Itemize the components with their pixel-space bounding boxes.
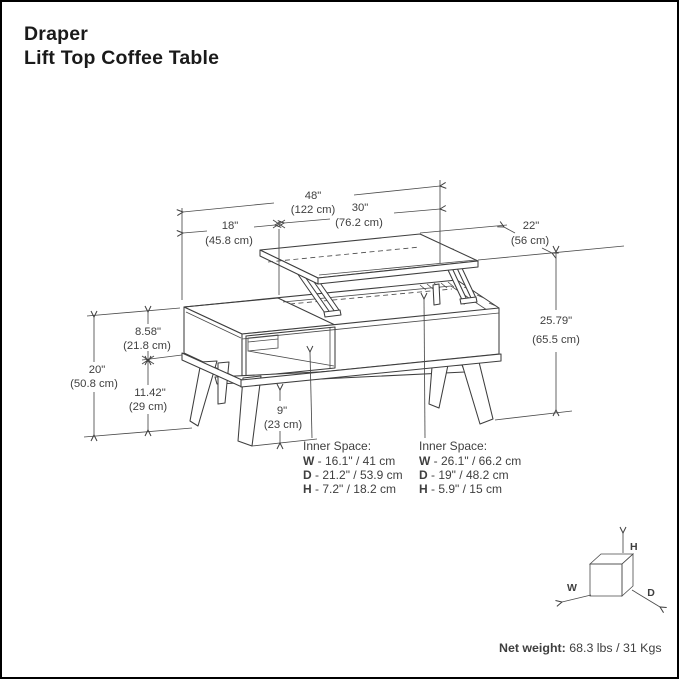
inner-space-left-width: W - 16.1" / 41 cm xyxy=(303,454,395,468)
dim-left-width-in: 18" xyxy=(222,220,239,232)
molding-front xyxy=(240,353,502,388)
inner-space-left-height: H - 7.2" / 18.2 cm xyxy=(303,482,396,496)
table-leg-front-right xyxy=(461,361,494,425)
cabinet-left-edge-line xyxy=(185,311,242,339)
inner-space-key: W xyxy=(303,454,315,468)
net-weight-value: 68.3 lbs / 31 Kgs xyxy=(566,641,662,655)
dim-lifted-height-in: 25.79" xyxy=(540,315,572,327)
inner-space-key: D xyxy=(303,468,312,482)
axis-label-h: H xyxy=(630,541,638,553)
title-block: Draper Lift Top Coffee Table xyxy=(24,23,219,69)
cubby-back-window xyxy=(247,334,279,352)
table-leg-back-left xyxy=(189,360,218,427)
dim-floor-clearance-cm: (23 cm) xyxy=(264,419,303,431)
dim-lift-top-width-in: 30" xyxy=(352,202,369,214)
lift-top-slab xyxy=(259,233,479,285)
dim-line-lift-top-width xyxy=(393,209,440,214)
width-axis-arrow xyxy=(562,594,592,602)
cubby-floor-edge xyxy=(247,350,335,367)
dim-line-lift-top-width xyxy=(284,218,331,223)
dim-cabinet-height-cm: (21.8 cm) xyxy=(123,340,171,352)
net-weight-line: Net weight: 68.3 lbs / 31 Kgs xyxy=(499,641,662,655)
dim-leg-height-cm: (29 cm) xyxy=(129,401,168,413)
depth-axis-arrow xyxy=(631,589,660,607)
inner-space-value: - 19" / 48.2 cm xyxy=(428,468,509,482)
inner-space-left-block: Inner Space: W - 16.1" / 41 cm D - 21.2"… xyxy=(303,439,403,496)
inner-space-value: - 21.2" / 53.9 cm xyxy=(312,468,403,482)
axis-label-d: D xyxy=(647,587,655,599)
dim-floor-clearance-in: 9" xyxy=(277,405,287,417)
dim-overall-width-cm: (122 cm) xyxy=(291,204,336,216)
axis-cube-front-face xyxy=(589,563,623,597)
dim-overall-width-in: 48" xyxy=(305,190,322,202)
dim-cabinet-height-in: 8.58" xyxy=(135,326,161,338)
axis-label-w: W xyxy=(567,582,577,594)
dim-line-left-width xyxy=(183,231,208,233)
product-title: Lift Top Coffee Table xyxy=(24,47,219,69)
lift-top-front-thickness xyxy=(317,260,479,285)
dim-line-overall-width xyxy=(353,186,440,196)
axis-cube-top-face xyxy=(588,553,635,565)
table-leg-back-right xyxy=(428,364,449,409)
dim-leg-height-in: 11.42" xyxy=(134,387,165,399)
inner-space-key: H xyxy=(303,482,312,496)
dim-left-width-cm: (45.8 cm) xyxy=(205,235,253,247)
dim-line-depth xyxy=(504,227,516,234)
axis-cube-right-face xyxy=(621,553,634,597)
inner-space-value: - 26.1" / 66.2 cm xyxy=(430,454,521,468)
lift-mount xyxy=(323,309,342,318)
dim-lift-top-width-cm: (76.2 cm) xyxy=(335,217,383,229)
inner-space-right-block: Inner Space: W - 26.1" / 66.2 cm D - 19"… xyxy=(419,439,521,496)
inner-space-key: D xyxy=(419,468,428,482)
table-leg-mid-left xyxy=(217,361,230,405)
inner-space-right-height: H - 5.9" / 15 cm xyxy=(419,482,502,496)
inner-space-left-title: Inner Space: xyxy=(303,439,371,453)
inner-space-value: - 7.2" / 18.2 cm xyxy=(312,482,396,496)
net-weight-label: Net weight: xyxy=(499,641,566,655)
inner-space-value: - 16.1" / 41 cm xyxy=(314,454,395,468)
lift-mount xyxy=(459,296,478,305)
dim-overall-height-in: 20" xyxy=(89,364,106,376)
inner-space-left-depth: D - 21.2" / 53.9 cm xyxy=(303,468,403,482)
coffee-table-drawing xyxy=(181,233,502,447)
dim-lifted-height-cm: (65.5 cm) xyxy=(532,334,580,346)
dim-depth-in: 22" xyxy=(523,220,540,232)
dimension-annotations: 48" (122 cm) 18" (45.8 cm) 30" (76.2 cm)… xyxy=(70,180,625,446)
inner-space-key: H xyxy=(419,482,428,496)
lift-post xyxy=(432,283,441,306)
dim-line-overall-width xyxy=(183,202,275,212)
dim-line-left-width xyxy=(253,225,275,227)
leader-arrow-right-inner-space xyxy=(424,299,425,439)
dim-overall-height-cm: (50.8 cm) xyxy=(70,378,118,390)
inner-space-right-title: Inner Space: xyxy=(419,439,487,453)
cubby-back-window-line xyxy=(247,338,279,343)
inner-space-key: W xyxy=(419,454,431,468)
lift-top-edge-line xyxy=(318,259,477,276)
inner-space-right-width: W - 26.1" / 66.2 cm xyxy=(419,454,521,468)
dim-line-depth xyxy=(541,247,552,253)
inner-space-value: - 5.9" / 15 cm xyxy=(428,482,502,496)
dim-depth-cm: (56 cm) xyxy=(511,235,550,247)
cubby-opening xyxy=(245,326,336,378)
leader-arrow-left-inner-space xyxy=(310,352,312,439)
axis-cube-icon: H W D xyxy=(562,533,660,607)
inner-space-right-depth: D - 19" / 48.2 cm xyxy=(419,468,509,482)
brand-title: Draper xyxy=(24,23,88,45)
front-top-rail-line xyxy=(241,312,500,340)
